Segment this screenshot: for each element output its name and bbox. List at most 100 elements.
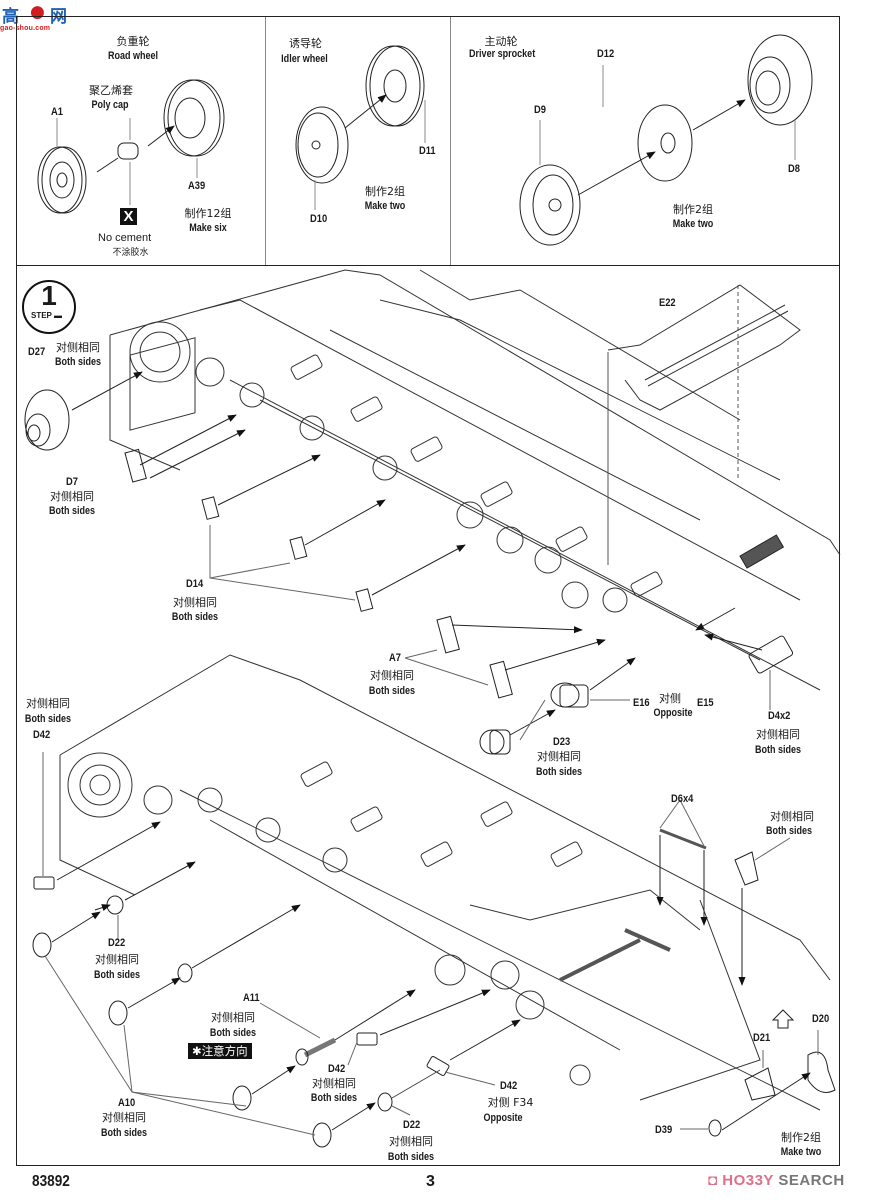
a7-both-en: Both sides (368, 685, 416, 697)
d23-both-cn: 对侧相同 (537, 750, 581, 763)
panel-divider (265, 17, 266, 265)
part-d42-right (426, 1056, 450, 1076)
hull-lower (59, 654, 831, 1111)
part-bracket (734, 851, 759, 886)
idler-qty-cn: 制作2组 (365, 185, 405, 198)
bracket-both-en: Both sides (765, 825, 813, 837)
d27-both-cn: 对侧相同 (56, 341, 100, 354)
d22-lower-both-cn: 对侧相同 (389, 1135, 433, 1148)
part-label-d20: D20 (812, 1013, 830, 1025)
sprocket-qty-cn: 制作2组 (673, 203, 713, 216)
a11-both-cn: 对侧相同 (211, 1011, 255, 1024)
d42-left-both-cn: 对侧相同 (26, 697, 70, 710)
d4-both-en: Both sides (754, 744, 802, 756)
d42-right-opposite-cn: 对侧 F34 (487, 1096, 534, 1109)
part-label-d42-mid: D42 (328, 1063, 346, 1075)
attention-direction-badge: ✱注意方向 (188, 1043, 252, 1059)
part-d20 (807, 1051, 836, 1093)
idler-qty-en: Make two (364, 200, 406, 212)
watermark-char: 网 (50, 7, 67, 27)
part-label-a7: A7 (389, 652, 401, 664)
a10-both-en: Both sides (100, 1127, 148, 1139)
idler-wheel-d10 (295, 106, 349, 184)
part-label-d4x2: D4x2 (768, 710, 791, 722)
bottom-qty-en: Make two (780, 1146, 822, 1158)
part-label-e15: E15 (697, 697, 714, 709)
part-d22-lower (377, 1092, 393, 1112)
part-d42-mid (356, 1032, 378, 1046)
bottom-qty-cn: 制作2组 (781, 1131, 821, 1144)
page-number: 3 (426, 1173, 435, 1190)
sprocket-title-cn: 主动轮 (484, 35, 518, 48)
d42-left-both-en: Both sides (24, 713, 72, 725)
direction-arrow (771, 1009, 795, 1029)
part-label-d42-right: D42 (500, 1080, 518, 1092)
hull-upper (109, 269, 841, 691)
sprocket-qty-en: Make two (672, 218, 714, 230)
hobby-search-logo-icon: ◘ (708, 1172, 718, 1189)
road-wheel-qty-en: Make six (189, 222, 227, 234)
sprocket-d8 (747, 34, 813, 126)
part-label-d12: D12 (597, 48, 615, 60)
part-label-e16: E16 (633, 697, 650, 709)
idler-title-en: Idler wheel (281, 53, 328, 65)
e16-opposite-cn: 对侧 (659, 692, 681, 705)
d42-mid-both-en: Both sides (310, 1092, 358, 1104)
no-cement-label-en: No cement (98, 232, 152, 244)
part-label-d7: D7 (66, 476, 78, 488)
tank-icon: ▬ (54, 311, 62, 320)
part-a7-b (489, 660, 513, 699)
sprocket-title-en: Driver sprocket (469, 48, 536, 60)
part-label-d27: D27 (28, 346, 46, 358)
part-a7-a (436, 615, 460, 654)
road-wheel-qty-cn: 制作12组 (184, 207, 232, 220)
track-guard-e22 (607, 284, 801, 565)
d42-right-opposite-en: Opposite (483, 1112, 523, 1124)
part-d39 (708, 1119, 722, 1137)
d4-both-cn: 对侧相同 (756, 728, 800, 741)
part-label-d9: D9 (534, 104, 546, 116)
part-label-a39: A39 (188, 180, 206, 192)
poly-cap-title-cn: 聚乙烯套 (89, 84, 133, 97)
step-number: 1 (41, 280, 57, 311)
kit-number: 83892 (32, 1173, 70, 1190)
thumb-icon: ● (30, 2, 45, 22)
part-d14-c (355, 588, 374, 612)
part-d14-b (289, 536, 308, 560)
watermark-char: 高 (2, 7, 19, 27)
part-d4 (748, 635, 794, 674)
idler-wheel-d11 (365, 45, 425, 127)
part-d42-left (33, 876, 55, 890)
part-label-a1: A1 (51, 106, 63, 118)
part-label-a10: A10 (118, 1097, 136, 1109)
part-d6 (659, 828, 707, 850)
road-wheel-a1 (37, 146, 87, 214)
roller-a10-c (232, 1085, 252, 1111)
step-frame (16, 265, 840, 1166)
watermark-logo: 高 ● 网 gao-shou.com (0, 0, 80, 38)
part-label-a11: A11 (243, 992, 260, 1004)
part-label-d14: D14 (186, 578, 204, 590)
bracket-both-cn: 对侧相同 (770, 810, 814, 823)
panel-divider (450, 17, 451, 265)
part-label-d42-left: D42 (33, 729, 51, 741)
d7-both-en: Both sides (48, 505, 96, 517)
d42-mid-both-cn: 对侧相同 (312, 1077, 356, 1090)
d14-both-en: Both sides (171, 611, 219, 623)
part-d14-a (201, 496, 220, 520)
road-wheel-a39 (163, 79, 225, 157)
sprocket-d9 (519, 164, 581, 246)
part-a11 (295, 1037, 337, 1066)
part-label-d8: D8 (788, 163, 800, 175)
part-label-d6x4: D6x4 (671, 793, 694, 805)
roller-a10-a (32, 932, 52, 958)
a11-both-en: Both sides (209, 1027, 257, 1039)
roller-a10-b (108, 1000, 128, 1026)
part-label-d39: D39 (655, 1124, 673, 1136)
a10-both-cn: 对侧相同 (102, 1111, 146, 1124)
d27-both-en: Both sides (54, 356, 102, 368)
road-wheel-title-en: Road wheel (107, 50, 159, 62)
step-badge: 1 STEP ▬ (22, 280, 76, 334)
part-label-d21: D21 (753, 1032, 771, 1044)
d22-upper-both-en: Both sides (93, 969, 141, 981)
